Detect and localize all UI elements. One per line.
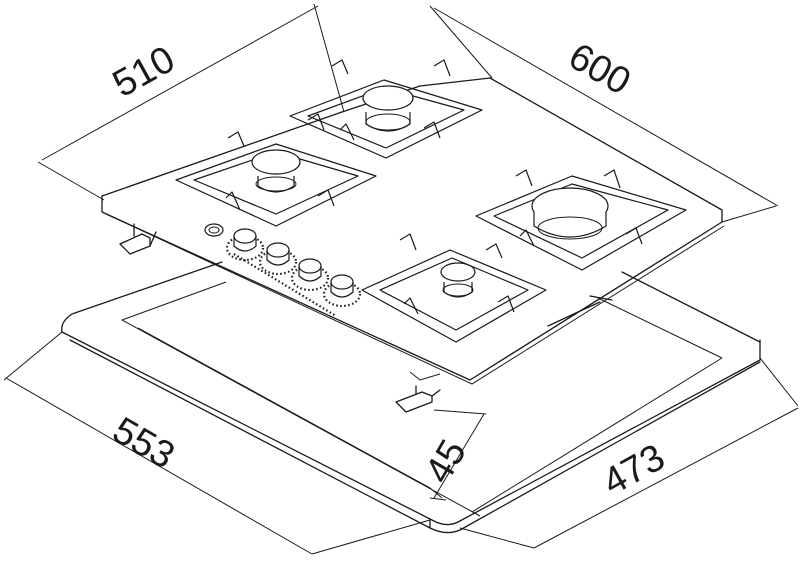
cutout-outline [61, 261, 761, 534]
burner-back-right [289, 59, 483, 159]
dimension-553 [3, 331, 431, 555]
burner-front-right [475, 169, 687, 271]
hob-glass-top [101, 77, 725, 385]
ignition-indicator [204, 223, 224, 237]
dimension-label-473: 473 [596, 436, 672, 503]
dimension-473 [459, 357, 799, 549]
mounting-bracket-back [547, 295, 613, 327]
dimension-label-600: 600 [562, 35, 638, 103]
dimension-label-553: 553 [106, 409, 182, 477]
dimension-label-45: 45 [417, 433, 475, 491]
dimension-600 [429, 5, 779, 223]
burner-back-left [175, 113, 377, 227]
dimension-510 [37, 3, 345, 201]
burner-front-left [361, 233, 547, 343]
dimension-label-510: 510 [106, 38, 182, 105]
control-knob-2[interactable] [258, 242, 298, 276]
mounting-bracket-left [119, 223, 157, 255]
control-knob-4[interactable] [322, 274, 362, 308]
mounting-bracket-right [395, 385, 441, 413]
control-knob-1[interactable] [225, 228, 265, 262]
dimension-45 [429, 409, 487, 501]
control-knob-3[interactable] [290, 258, 330, 292]
